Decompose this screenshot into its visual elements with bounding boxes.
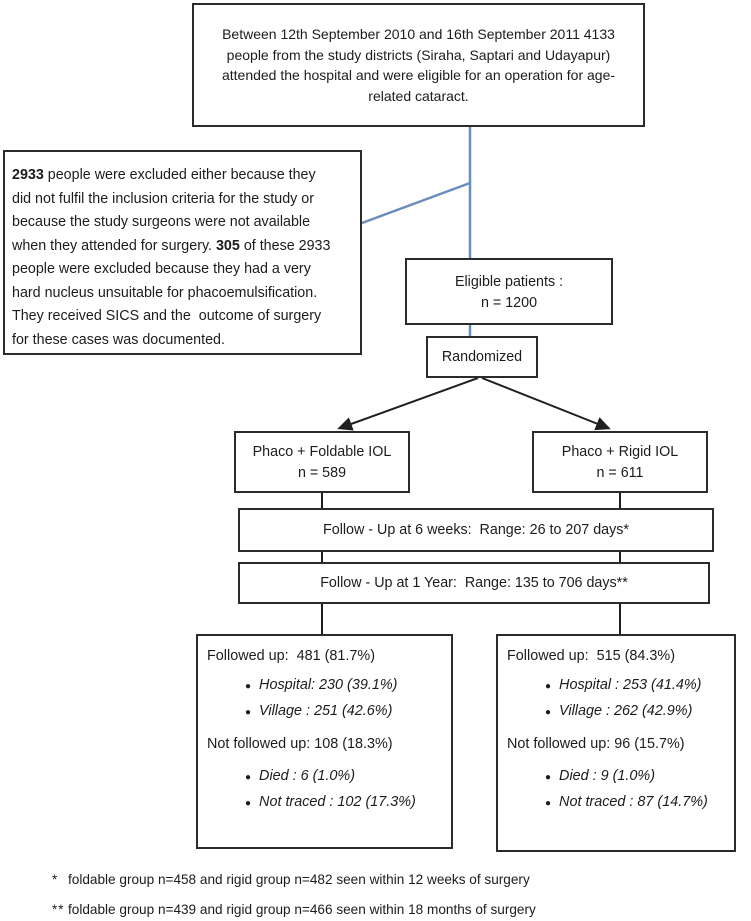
eligible-patients-box: Eligible patients : n = 1200 — [405, 258, 613, 325]
exclusion-box: 2933 people were excluded either because… — [3, 150, 362, 355]
bullet-icon: ● — [545, 772, 552, 783]
eligible-patients-n: n = 1200 — [480, 295, 538, 311]
not-followed-up-label: Not followed up: 96 (15.7%) — [507, 736, 685, 752]
bullet-icon: ● — [245, 798, 252, 809]
text-line: for these cases was documented. — [12, 331, 225, 348]
connector-randomized-to-arm-left — [337, 377, 479, 431]
text-line: 2933 people were excluded either because… — [12, 167, 316, 183]
outcome-foldable-box: Followed up: 481 (81.7%) ● Hospital: 230 … — [196, 634, 453, 849]
bullet-text: Not traced : 102 (17.3%) — [259, 794, 416, 810]
bullet-icon: ● — [545, 707, 552, 718]
outcome-bullet-item: ● Died : 9 (1.0%) — [545, 764, 725, 790]
text-line: attended the hospital and were eligible … — [221, 67, 616, 83]
bullet-icon: ● — [245, 707, 252, 718]
followed-up-list: ● Hospital : 253 (41.4%) ● Village : 262 (4… — [507, 673, 725, 725]
bullet-text: Died : 9 (1.0%) — [559, 768, 656, 784]
outcome-rigid-box: Followed up: 515 (84.3%) ● Hospital : 253… — [496, 634, 736, 852]
outcome-bullet-item: ● Village : 262 (42.9%) — [545, 699, 725, 725]
double-asterisk-marker: ** — [52, 902, 65, 917]
connector-exclusion-diagonal — [361, 181, 471, 225]
arm-foldable-label: Phaco + Foldable IOL — [252, 444, 392, 460]
text-line: They received SICS and the outcome of su… — [12, 308, 322, 324]
bullet-icon: ● — [545, 798, 552, 809]
text-line: Between 12th September 2010 and 16th Sep… — [222, 26, 615, 42]
text-line: when they attended for surgery. 305 of t… — [12, 237, 331, 254]
recruitment-box: Between 12th September 2010 and 16th Sep… — [192, 3, 645, 127]
not-followed-up-list: ● Died : 9 (1.0%) ● Not traced : 87 (14.7%) — [507, 764, 725, 816]
not-followed-up-label: Not followed up: 108 (18.3%) — [207, 736, 393, 752]
connector-randomized-to-arm-right — [481, 377, 611, 431]
arm-rigid-n: n = 611 — [596, 465, 644, 481]
arm-foldable-box: Phaco + Foldable IOL n = 589 — [234, 431, 410, 493]
followup-6-weeks-label: Follow - Up at 6 weeks: Range: 26 to 207… — [323, 522, 629, 538]
randomized-label: Randomized — [441, 349, 523, 365]
eligible-patients-label: Eligible patients : — [454, 274, 564, 290]
outcome-bullet-item: ● Not traced : 87 (14.7%) — [545, 790, 725, 816]
followed-up-label: Followed up: 515 (84.3%) — [507, 648, 675, 664]
footnote-text: foldable group n=458 and rigid group n=4… — [68, 872, 530, 887]
text-line: did not fulfil the inclusion criteria fo… — [12, 190, 314, 207]
bullet-icon: ● — [245, 681, 252, 692]
outcome-bullet-item: ● Hospital: 230 (39.1%) — [245, 673, 442, 699]
outcome-bullet-item: ● Hospital : 253 (41.4%) — [545, 673, 725, 699]
bullet-icon: ● — [545, 681, 552, 692]
arm-rigid-box: Phaco + Rigid IOL n = 611 — [532, 431, 708, 493]
text-line: people from the study districts (Siraha,… — [226, 46, 611, 63]
text-line: because the study surgeons were not avai… — [12, 214, 311, 230]
arm-foldable-n: n = 589 — [297, 465, 347, 481]
followed-up-list: ● Hospital: 230 (39.1%) ● Village : 251 (42… — [207, 673, 442, 725]
followup-1-year-label: Follow - Up at 1 Year: Range: 135 to 706… — [320, 575, 628, 591]
followup-6-weeks-bar: Follow - Up at 6 weeks: Range: 26 to 207… — [238, 508, 714, 552]
footnote-double-asterisk: ** foldable group n=439 and rigid group … — [52, 901, 536, 919]
outcome-bullet-item: ● Not traced : 102 (17.3%) — [245, 790, 442, 816]
bullet-text: Village : 262 (42.9%) — [559, 703, 693, 719]
bullet-icon: ● — [245, 772, 252, 783]
footnote-text: foldable group n=439 and rigid group n=4… — [68, 902, 536, 917]
randomized-box: Randomized — [426, 336, 538, 378]
bullet-text: Hospital: 230 (39.1%) — [259, 677, 398, 693]
text-line: related cataract. — [368, 87, 469, 104]
arm-rigid-label: Phaco + Rigid IOL — [561, 444, 679, 460]
bullet-text: Hospital : 253 (41.4%) — [559, 677, 702, 693]
footnote-single-asterisk: * foldable group n=458 and rigid group n… — [52, 871, 530, 889]
bullet-text: Not traced : 87 (14.7%) — [559, 794, 708, 810]
text-line: people were excluded because they had a … — [12, 261, 311, 277]
outcome-bullet-item: ● Died : 6 (1.0%) — [245, 764, 442, 790]
followed-up-label: Followed up: 481 (81.7%) — [207, 648, 375, 664]
followup-1-year-bar: Follow - Up at 1 Year: Range: 135 to 706… — [238, 562, 710, 604]
bullet-text: Died : 6 (1.0%) — [259, 768, 356, 784]
bullet-text: Village : 251 (42.6%) — [259, 703, 393, 719]
outcome-bullet-item: ● Village : 251 (42.6%) — [245, 699, 442, 725]
text-line: hard nucleus unsuitable for phacoemulsif… — [12, 284, 318, 301]
not-followed-up-list: ● Died : 6 (1.0%) ● Not traced : 102 (17.3%… — [207, 764, 442, 816]
asterisk-marker: * — [52, 872, 59, 887]
